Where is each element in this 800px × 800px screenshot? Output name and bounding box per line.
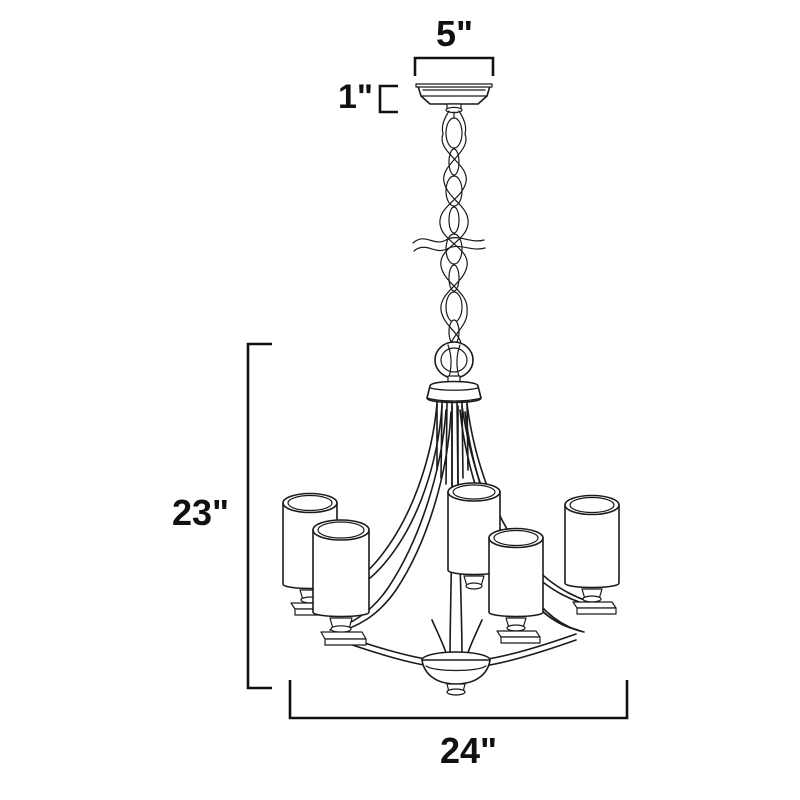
suspension-chain [412, 111, 486, 351]
chain-links [445, 117, 463, 345]
ceiling-canopy [415, 83, 493, 114]
dimension-bracket-fixture-height [246, 342, 272, 690]
socket-cup-right-front [505, 617, 527, 632]
socket-cup-left-front [329, 617, 353, 633]
arm-plate-right-front [496, 630, 541, 644]
wire-twist [439, 133, 469, 349]
arm-plate-left-front [320, 631, 367, 646]
dimension-label-fixture-width: 24" [440, 730, 498, 771]
shade-center-rear [447, 482, 501, 590]
bottom-finial [421, 651, 491, 696]
shade-right-front [488, 527, 544, 644]
shade-left-front [312, 519, 370, 646]
shade-right-rear [564, 494, 620, 615]
curved-arms [299, 403, 607, 667]
dimension-bracket-fixture-width [288, 680, 629, 720]
hanging-loop [434, 341, 474, 385]
dimension-label-canopy-width: 5" [436, 13, 474, 54]
dimension-label-canopy-height: 1" [338, 78, 374, 116]
wire-spur [412, 237, 486, 252]
dimension-bracket-canopy-width [413, 56, 495, 76]
socket-cup-right-rear [581, 588, 603, 603]
arm-left-front [329, 409, 452, 633]
wire-lead-top [441, 110, 467, 135]
dimension-label-fixture-height: 23" [172, 492, 230, 533]
body-cap [426, 380, 482, 404]
dimension-bracket-canopy-height [378, 84, 398, 114]
arm-plate-right-rear [572, 601, 617, 615]
